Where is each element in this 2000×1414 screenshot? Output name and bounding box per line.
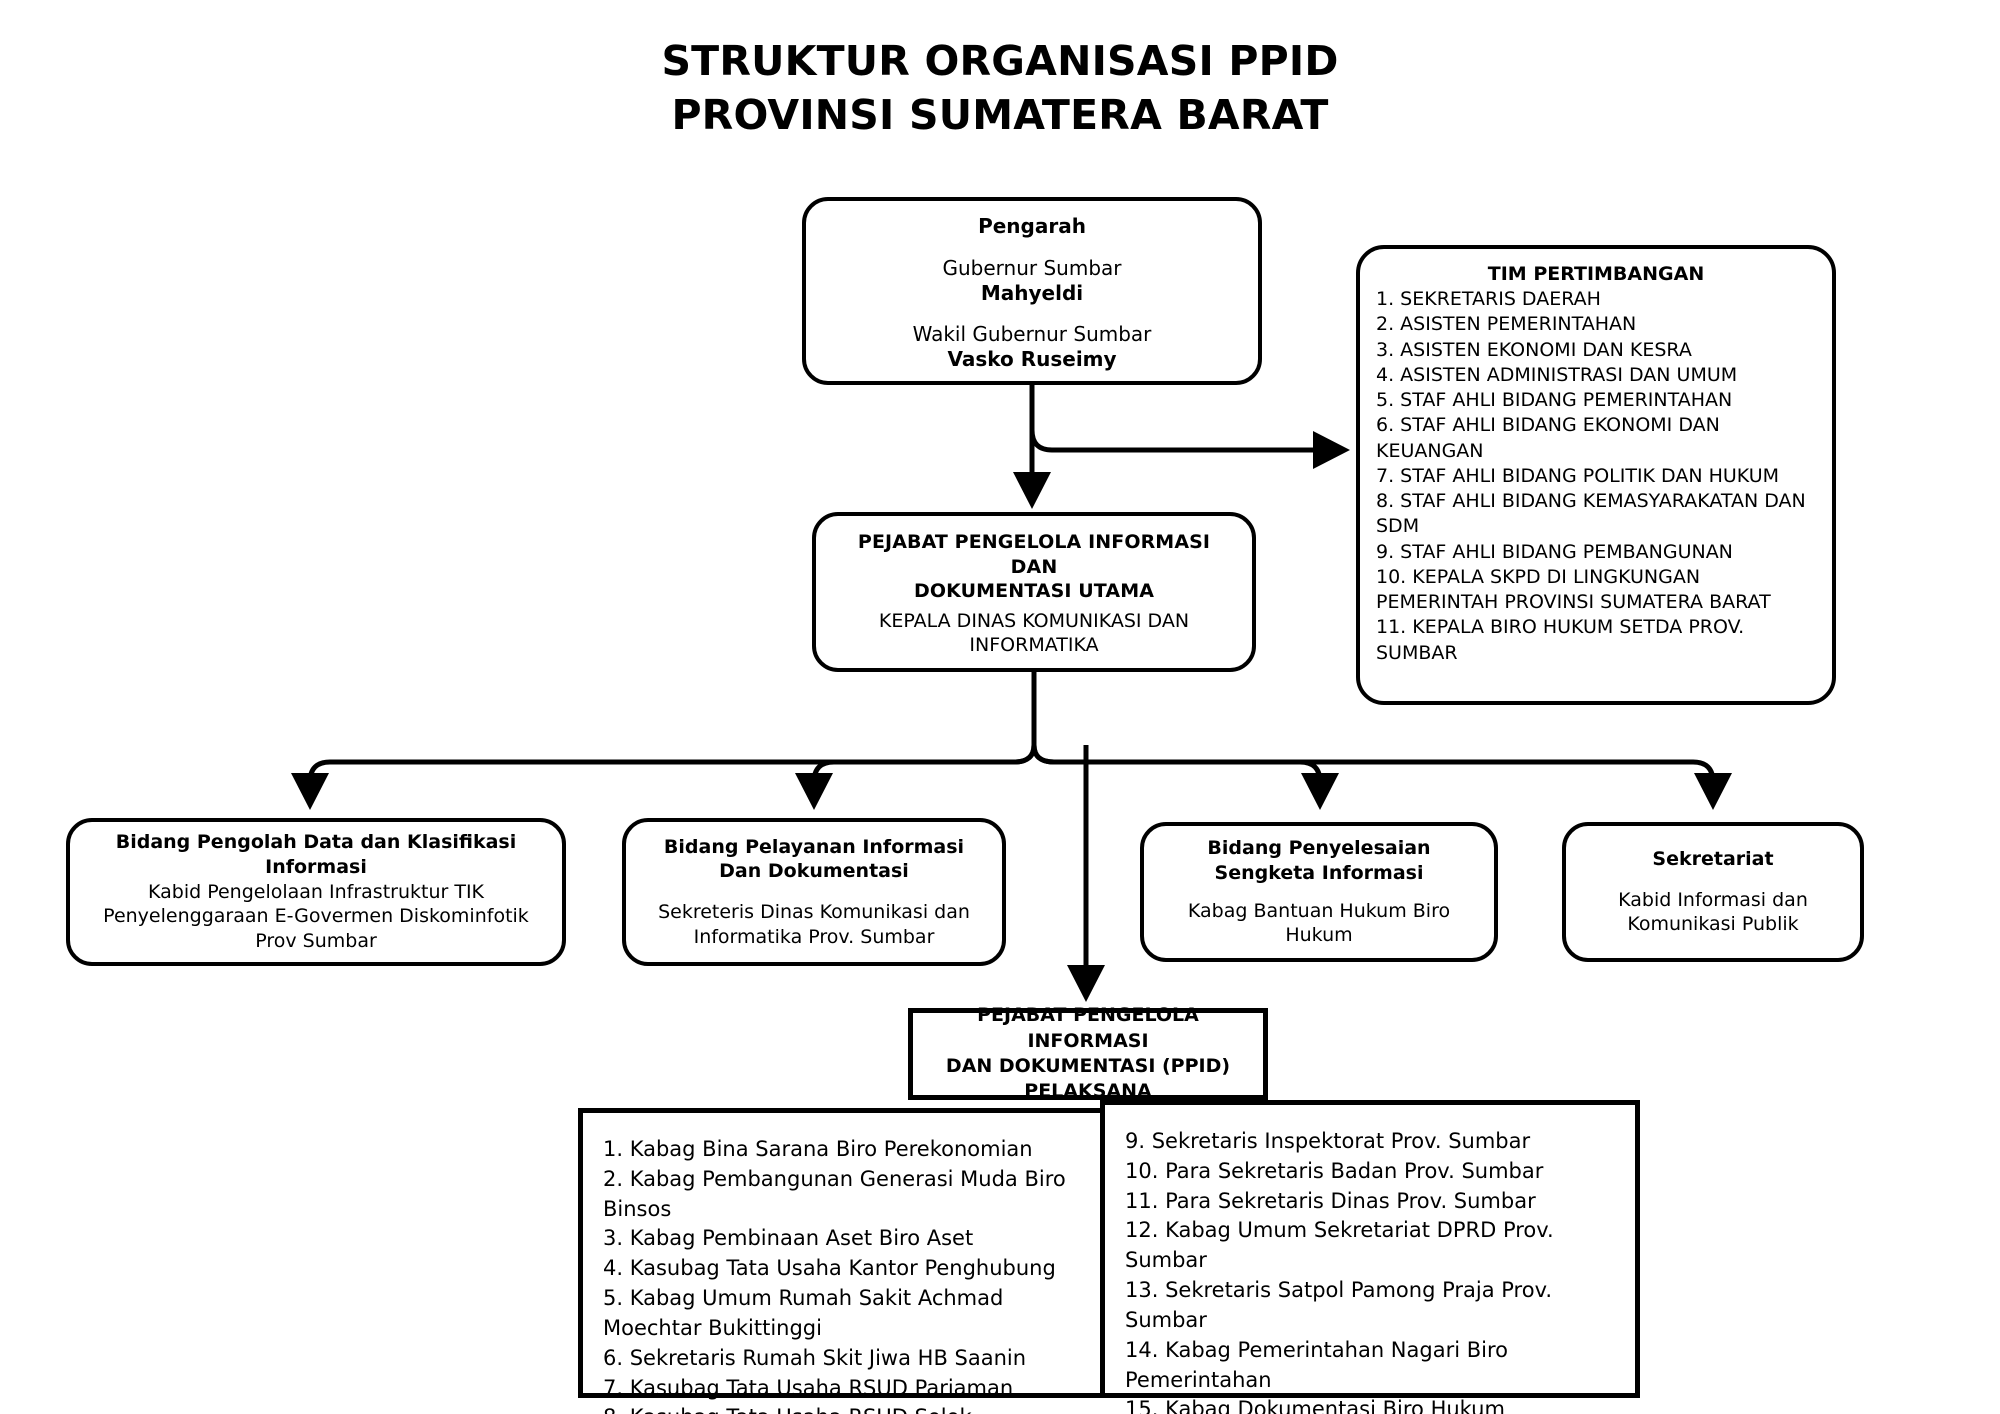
pelaksana-item: 14. Kabag Pemerintahan Nagari Biro Pemer…: [1125, 1337, 1508, 1392]
tim-pertimbangan-item: 2. ASISTEN PEMERINTAHAN: [1376, 313, 1637, 336]
node-bidang-penyelesaian-sengketa[interactable]: Bidang Penyelesaian Sengketa Informasi K…: [1140, 822, 1498, 962]
tim-pertimbangan-item: 3. ASISTEN EKONOMI DAN KESRA: [1376, 338, 1692, 361]
tim-pertimbangan-item: 11. KEPALA BIRO HUKUM SETDA PROV. SUMBAR: [1376, 616, 1745, 664]
pelaksana-list-right: 9. Sekretaris Inspektorat Prov. Sumbar 10…: [1100, 1100, 1640, 1414]
tim-pertimbangan-item: 8. STAF AHLI BIDANG KEMASYARAKATAN DAN S…: [1376, 490, 1806, 538]
wire-to-bidang-4: [1031, 744, 1732, 811]
pelaksana-item: 12. Kabag Umum Sekretariat DPRD Prov. Su…: [1125, 1218, 1554, 1273]
node-bidang-pengolah-data[interactable]: Bidang Pengolah Data dan Klasifikasi Inf…: [66, 818, 566, 966]
pelaksana-item: 11. Para Sekretaris Dinas Prov. Sumbar: [1125, 1188, 1536, 1213]
pelaksana-item: 2. Kabag Pembangunan Generasi Muda Biro …: [603, 1166, 1066, 1221]
bidang-4-header: Sekretariat: [1652, 847, 1774, 870]
ppid-utama-subtitle: KEPALA DINAS KOMUNIKASI DAN INFORMATIKA: [878, 609, 1190, 657]
node-ppid-pelaksana[interactable]: PEJABAT PENGELOLA INFORMASI DAN DOKUMENT…: [908, 1004, 1268, 1102]
pelaksana-item: 6. Sekretaris Rumah Skit Jiwa HB Saanin: [603, 1345, 1027, 1370]
pelaksana-list-left: 1. Kabag Bina Sarana Biro Perekonomian 2.…: [578, 1108, 1106, 1414]
bidang-1-subtitle: Kabid Pengelolaan Infrastruktur TIK Peny…: [103, 880, 529, 953]
tim-pertimbangan-item: 1. SEKRETARIS DAERAH: [1376, 288, 1601, 310]
tim-pertimbangan-item: 6. STAF AHLI BIDANG EKONOMI DAN KEUANGAN: [1376, 414, 1720, 462]
bidang-4-subtitle: Kabid Informasi dan Komunikasi Publik: [1618, 888, 1808, 936]
bidang-1-header: Bidang Pengolah Data dan Klasifikasi Inf…: [115, 831, 517, 878]
pelaksana-item: 15. Kabag Dokumentasi Biro Hukum: [1125, 1397, 1505, 1414]
bidang-3-subtitle: Kabag Bantuan Hukum Biro Hukum: [1187, 899, 1451, 947]
pelaksana-item: 8. Kasubag Tata Usaha RSUD Solok: [603, 1403, 1083, 1414]
pengarah-name-gubernur: Mahyeldi: [980, 281, 1084, 305]
pelaksana-item: 4. Kasubag Tata Usaha Kantor Penghubung: [603, 1256, 1056, 1281]
bidang-2-header: Bidang Pelayanan Informasi Dan Dokumenta…: [663, 835, 965, 883]
ppid-pelaksana-header-line-3: PELAKSANA: [1024, 1080, 1152, 1103]
pelaksana-item: 3. Kabag Pembinaan Aset Biro Aset: [603, 1226, 974, 1251]
wire-to-bidang-2: [795, 744, 1037, 811]
node-sekretariat[interactable]: Sekretariat Kabid Informasi dan Komunika…: [1562, 822, 1864, 962]
chart-title: STRUKTUR ORGANISASI PPID PROVINSI SUMATE…: [0, 34, 2000, 142]
pelaksana-item: 13. Sekretaris Satpol Pamong Praja Prov.…: [1125, 1278, 1553, 1332]
wire-to-bidang-1: [291, 744, 1037, 811]
tim-pertimbangan-item: 10. KEPALA SKPD DI LINGKUNGAN PEMERINTAH…: [1376, 565, 1771, 614]
wire-pengarah-to-tim: [1029, 429, 1351, 469]
bidang-3-header: Bidang Penyelesaian Sengketa Informasi: [1207, 837, 1431, 884]
node-pengarah[interactable]: Pengarah Gubernur Sumbar Mahyeldi Wakil …: [802, 197, 1262, 385]
node-bidang-pelayanan-informasi[interactable]: Bidang Pelayanan Informasi Dan Dokumenta…: [622, 818, 1006, 966]
tim-pertimbangan-list: 1. SEKRETARIS DAERAH 2. ASISTEN PEMERINTA…: [1376, 287, 1816, 666]
ppid-utama-header-line-2: DOKUMENTASI UTAMA: [913, 580, 1155, 603]
node-ppid-utama[interactable]: PEJABAT PENGELOLA INFORMASI DAN DOKUMENT…: [812, 512, 1256, 672]
pengarah-role-wakil: Wakil Gubernur Sumbar: [912, 322, 1152, 346]
tim-pertimbangan-title: TIM PERTIMBANGAN: [1487, 263, 1705, 285]
bidang-2-subtitle: Sekreteris Dinas Komunikasi dan Informat…: [658, 901, 970, 948]
pelaksana-item: 5. Kabag Umum Rumah Sakit Achmad Moechta…: [603, 1286, 1004, 1340]
tim-pertimbangan-item: 4. ASISTEN ADMINISTRASI DAN UMUM: [1376, 363, 1738, 386]
pengarah-name-wakil: Vasko Ruseimy: [947, 347, 1117, 371]
wire-to-bidang-3: [1031, 744, 1339, 811]
chart-title-line-1: STRUKTUR ORGANISASI PPID: [661, 37, 1339, 85]
pelaksana-item: 9. Sekretaris Inspektorat Prov. Sumbar: [1125, 1129, 1531, 1153]
pelaksana-item: 7. Kasubag Tata Usaha RSUD Pariaman: [603, 1375, 1014, 1400]
tim-pertimbangan-item: 9. STAF AHLI BIDANG PEMBANGUNAN: [1376, 540, 1733, 563]
ppid-pelaksana-header-line-2: DAN DOKUMENTASI (PPID): [945, 1055, 1231, 1077]
tim-pertimbangan-item: 7. STAF AHLI BIDANG POLITIK DAN HUKUM: [1376, 464, 1780, 487]
ppid-pelaksana-header-line-1: PEJABAT PENGELOLA INFORMASI: [977, 1004, 1199, 1052]
pengarah-role-gubernur: Gubernur Sumbar: [942, 256, 1122, 280]
ppid-utama-header-line-1: PEJABAT PENGELOLA INFORMASI DAN: [857, 531, 1211, 578]
node-tim-pertimbangan[interactable]: TIM PERTIMBANGAN 1. SEKRETARIS DAERAH 2. …: [1356, 245, 1836, 705]
pelaksana-item: 10. Para Sekretaris Badan Prov. Sumbar: [1125, 1158, 1544, 1183]
pengarah-header: Pengarah: [978, 214, 1086, 238]
chart-title-line-2: PROVINSI SUMATERA BARAT: [671, 91, 1329, 140]
tim-pertimbangan-item: 5. STAF AHLI BIDANG PEMERINTAHAN: [1376, 389, 1733, 412]
pelaksana-item: 1. Kabag Bina Sarana Biro Perekonomian: [603, 1137, 1033, 1161]
